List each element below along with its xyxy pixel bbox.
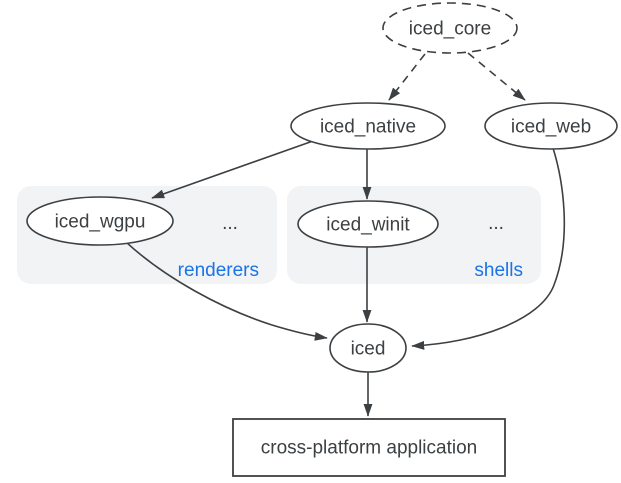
iced-wgpu-label: iced_wgpu (55, 212, 146, 233)
edge-iced-core-to-iced-web (467, 52, 526, 101)
iced-core-ellipse (382, 2, 518, 54)
node-iced-winit: iced_winit (297, 200, 439, 248)
iced-native-label: iced_native (320, 117, 416, 138)
iced-web-label: iced_web (511, 117, 591, 138)
iced-ellipse (329, 323, 407, 373)
node-iced-wgpu: iced_wgpu (26, 196, 174, 246)
shells-label: shells (474, 260, 523, 281)
edge-iced-wgpu-to-iced (125, 241, 328, 341)
iced-winit-ellipse (297, 200, 439, 248)
iced-native-ellipse (290, 102, 446, 150)
node-iced-web: iced_web (484, 102, 618, 150)
iced-core-label: iced_core (409, 19, 491, 40)
application-box (232, 418, 506, 477)
iced-wgpu-ellipse (26, 196, 174, 246)
renderers-ellipsis: ... (222, 213, 238, 234)
node-iced-core: iced_core (382, 2, 518, 54)
iced-winit-label: iced_winit (326, 215, 410, 236)
renderers-label: renderers (178, 260, 259, 281)
edge-iced-web-to-iced (411, 147, 566, 350)
edge-iced-core-to-iced-native (388, 53, 426, 101)
node-iced: iced (329, 323, 407, 373)
iced-web-ellipse (484, 102, 618, 150)
iced-label: iced (351, 339, 386, 360)
edge-iced-native-to-iced-wgpu (151, 140, 314, 199)
node-cross-platform-application: cross-platform application (232, 418, 506, 477)
node-iced-native: iced_native (290, 102, 446, 150)
shells-ellipsis: ... (488, 213, 504, 234)
application-label: cross-platform application (261, 438, 477, 459)
